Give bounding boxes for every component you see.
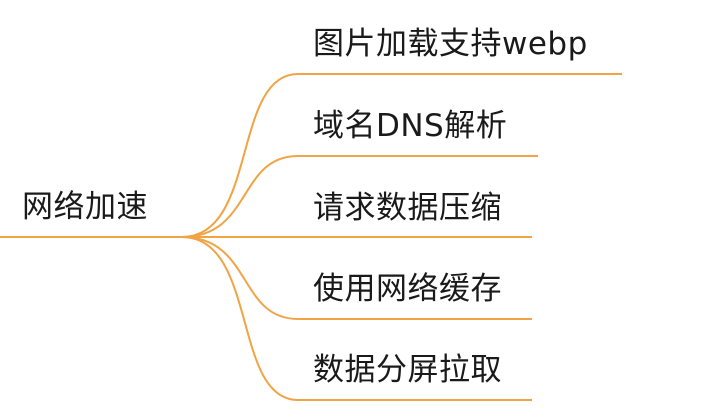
branch-connector-cache — [181, 236, 532, 320]
branch-label-split[interactable]: 数据分屏拉取 — [313, 352, 502, 388]
branch-connector-dns — [181, 155, 538, 238]
branch-connector-split — [181, 236, 532, 401]
branch-label-webp[interactable]: 图片加载支持webp — [313, 26, 588, 62]
branch-label-dns[interactable]: 域名DNS解析 — [313, 108, 508, 144]
branch-connector-webp — [181, 73, 622, 238]
root-node-label[interactable]: 网络加速 — [22, 189, 148, 225]
branch-label-compress[interactable]: 请求数据压缩 — [313, 190, 502, 226]
branch-label-cache[interactable]: 使用网络缓存 — [313, 271, 502, 307]
